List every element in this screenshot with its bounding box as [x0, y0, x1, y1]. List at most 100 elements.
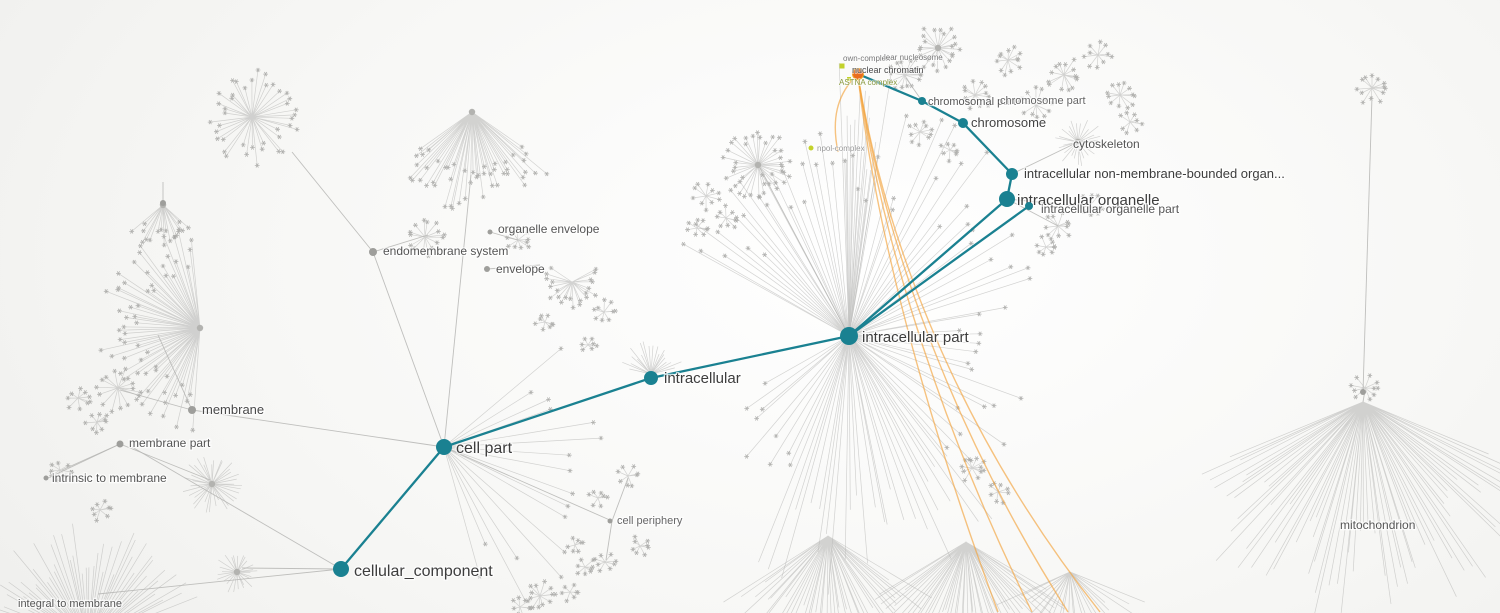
label-integral-to-membrane[interactable]: integral to membrane — [17, 597, 124, 612]
label-astna-complex[interactable]: ASTNA complex — [838, 77, 898, 87]
term-node-gray[interactable] — [484, 266, 490, 272]
term-node-gray[interactable] — [1360, 389, 1366, 395]
label-own-complex[interactable]: own-complex — [842, 53, 891, 63]
cluster-node-glyphs — [532, 313, 556, 332]
term-node-gray[interactable] — [607, 518, 613, 524]
cluster-rays — [67, 388, 91, 410]
label-membrane-part[interactable]: membrane part — [128, 435, 213, 452]
edge-selected-path — [961, 121, 1014, 176]
label-chromosomal-part[interactable]: chromosomal part — [927, 95, 1018, 110]
cluster-node-glyphs — [575, 557, 596, 577]
label-cytoskeleton[interactable]: cytoskeleton — [1072, 136, 1141, 153]
label-npol-complex[interactable]: npol-complex — [816, 143, 865, 153]
cluster-rays — [530, 581, 556, 608]
cluster-node-glyphs — [559, 582, 581, 604]
cluster-node-glyphs — [1348, 373, 1381, 402]
node-intracellular[interactable] — [644, 371, 658, 385]
label-chromosome-part[interactable]: chromosome part — [999, 94, 1087, 109]
cluster-node-glyphs — [830, 113, 990, 233]
label-intrinsic-to-membrane[interactable]: intrinsic to membrane — [51, 470, 169, 487]
label-intracellular-non-membrane-bounded-organ[interactable]: intracellular non-membrane-bounded organ… — [1023, 165, 1286, 183]
cluster-hub-node — [196, 324, 204, 332]
label-cell-part[interactable]: cell part — [455, 439, 514, 459]
label-chromosome[interactable]: chromosome — [970, 114, 1048, 132]
label-envelope[interactable]: envelope — [495, 261, 547, 278]
cluster-rays — [717, 205, 737, 228]
label-intracellular-part[interactable]: intracellular part — [861, 328, 971, 348]
cluster-rays — [567, 537, 584, 552]
cluster-rays — [1107, 82, 1135, 108]
label-intracellular-organelle-part[interactable]: intracellular organelle part — [1040, 201, 1181, 218]
cluster-rays — [919, 28, 960, 72]
term-node-gray[interactable] — [188, 406, 196, 414]
cluster-node-glyphs — [744, 381, 793, 468]
cluster-rays — [875, 541, 1065, 613]
cluster-node-glyphs — [477, 346, 604, 603]
edge-gray — [443, 446, 613, 522]
label-cellular-component[interactable]: cellular_component — [353, 562, 495, 582]
cluster-rays — [692, 183, 720, 211]
cluster-node-glyphs — [90, 498, 114, 523]
cluster-rays — [758, 335, 993, 595]
label-mitochondrion[interactable]: mitochondrion — [1339, 517, 1417, 534]
term-node-gray[interactable] — [487, 229, 493, 235]
cluster-node-glyphs — [1034, 234, 1057, 257]
cluster-node-glyphs — [65, 386, 93, 412]
edge-gray — [905, 77, 923, 102]
cluster-node-glyphs — [938, 141, 960, 164]
cluster-rays — [0, 523, 198, 613]
label-lear-nucleosome[interactable]: lear nucleosome — [883, 52, 944, 62]
cluster-node-glyphs — [82, 412, 110, 435]
cluster-rays — [561, 584, 579, 602]
term-node-gray[interactable] — [43, 475, 49, 481]
cluster-rays — [1083, 41, 1112, 68]
cluster-rays — [1019, 87, 1053, 118]
node-lime-complex[interactable] — [808, 145, 814, 151]
cluster-rays — [1120, 112, 1143, 134]
cluster-node-glyphs — [630, 534, 651, 558]
cluster-node-glyphs — [714, 203, 739, 230]
term-node-gray[interactable] — [369, 248, 377, 256]
node-intracellular-part[interactable] — [840, 327, 858, 345]
label-nuclear-chromatin[interactable]: nuclear chromatin — [851, 64, 924, 75]
cluster-node-glyphs — [504, 225, 532, 250]
cluster-rays — [92, 501, 111, 521]
node-chromosomal-part[interactable] — [918, 97, 926, 105]
node-lime-complex[interactable] — [839, 63, 845, 69]
cluster-node-glyphs — [888, 57, 924, 91]
edge-gray — [157, 334, 193, 411]
label-organelle-envelope[interactable]: organelle envelope — [497, 221, 601, 238]
cluster-rays — [1048, 59, 1078, 91]
node-intracellular-organelle[interactable] — [999, 191, 1015, 207]
label-endomembrane-system[interactable]: endomembrane system — [382, 243, 510, 260]
label-intracellular-organelle[interactable]: intracellular organelle — [1016, 191, 1161, 211]
cluster-node-glyphs — [720, 130, 793, 199]
cluster-hub-node — [468, 108, 476, 116]
node-intracellular-non-membrane-bounded-organ[interactable] — [1006, 168, 1018, 180]
cluster-rays — [996, 46, 1021, 76]
node-cell-part[interactable] — [436, 439, 452, 455]
cluster-node-glyphs — [1043, 210, 1072, 242]
node-cellular-component[interactable] — [333, 561, 349, 577]
cluster-node-glyphs — [944, 232, 1033, 463]
term-node-gray[interactable] — [160, 200, 166, 206]
edge-selected-path — [856, 72, 924, 103]
cluster-rays — [96, 368, 141, 412]
node-intracellular-organelle-part[interactable] — [1025, 202, 1033, 210]
cluster-rays — [1045, 212, 1070, 240]
edge-gray — [119, 389, 193, 411]
cluster-rays — [890, 59, 921, 89]
label-membrane[interactable]: membrane — [201, 401, 266, 419]
node-chromosome[interactable] — [958, 118, 968, 128]
cluster-node-glyphs — [1354, 73, 1388, 105]
cluster-rays — [513, 597, 531, 613]
node-nucleosome-highlight[interactable] — [852, 68, 864, 80]
edge-gray — [611, 477, 629, 522]
edge-selected-path — [649, 334, 851, 380]
label-intracellular[interactable]: intracellular — [663, 369, 742, 389]
term-node-gray[interactable] — [116, 440, 124, 448]
label-cell-periphery[interactable]: cell periphery — [616, 514, 685, 529]
node-lime-complex[interactable] — [847, 77, 851, 81]
